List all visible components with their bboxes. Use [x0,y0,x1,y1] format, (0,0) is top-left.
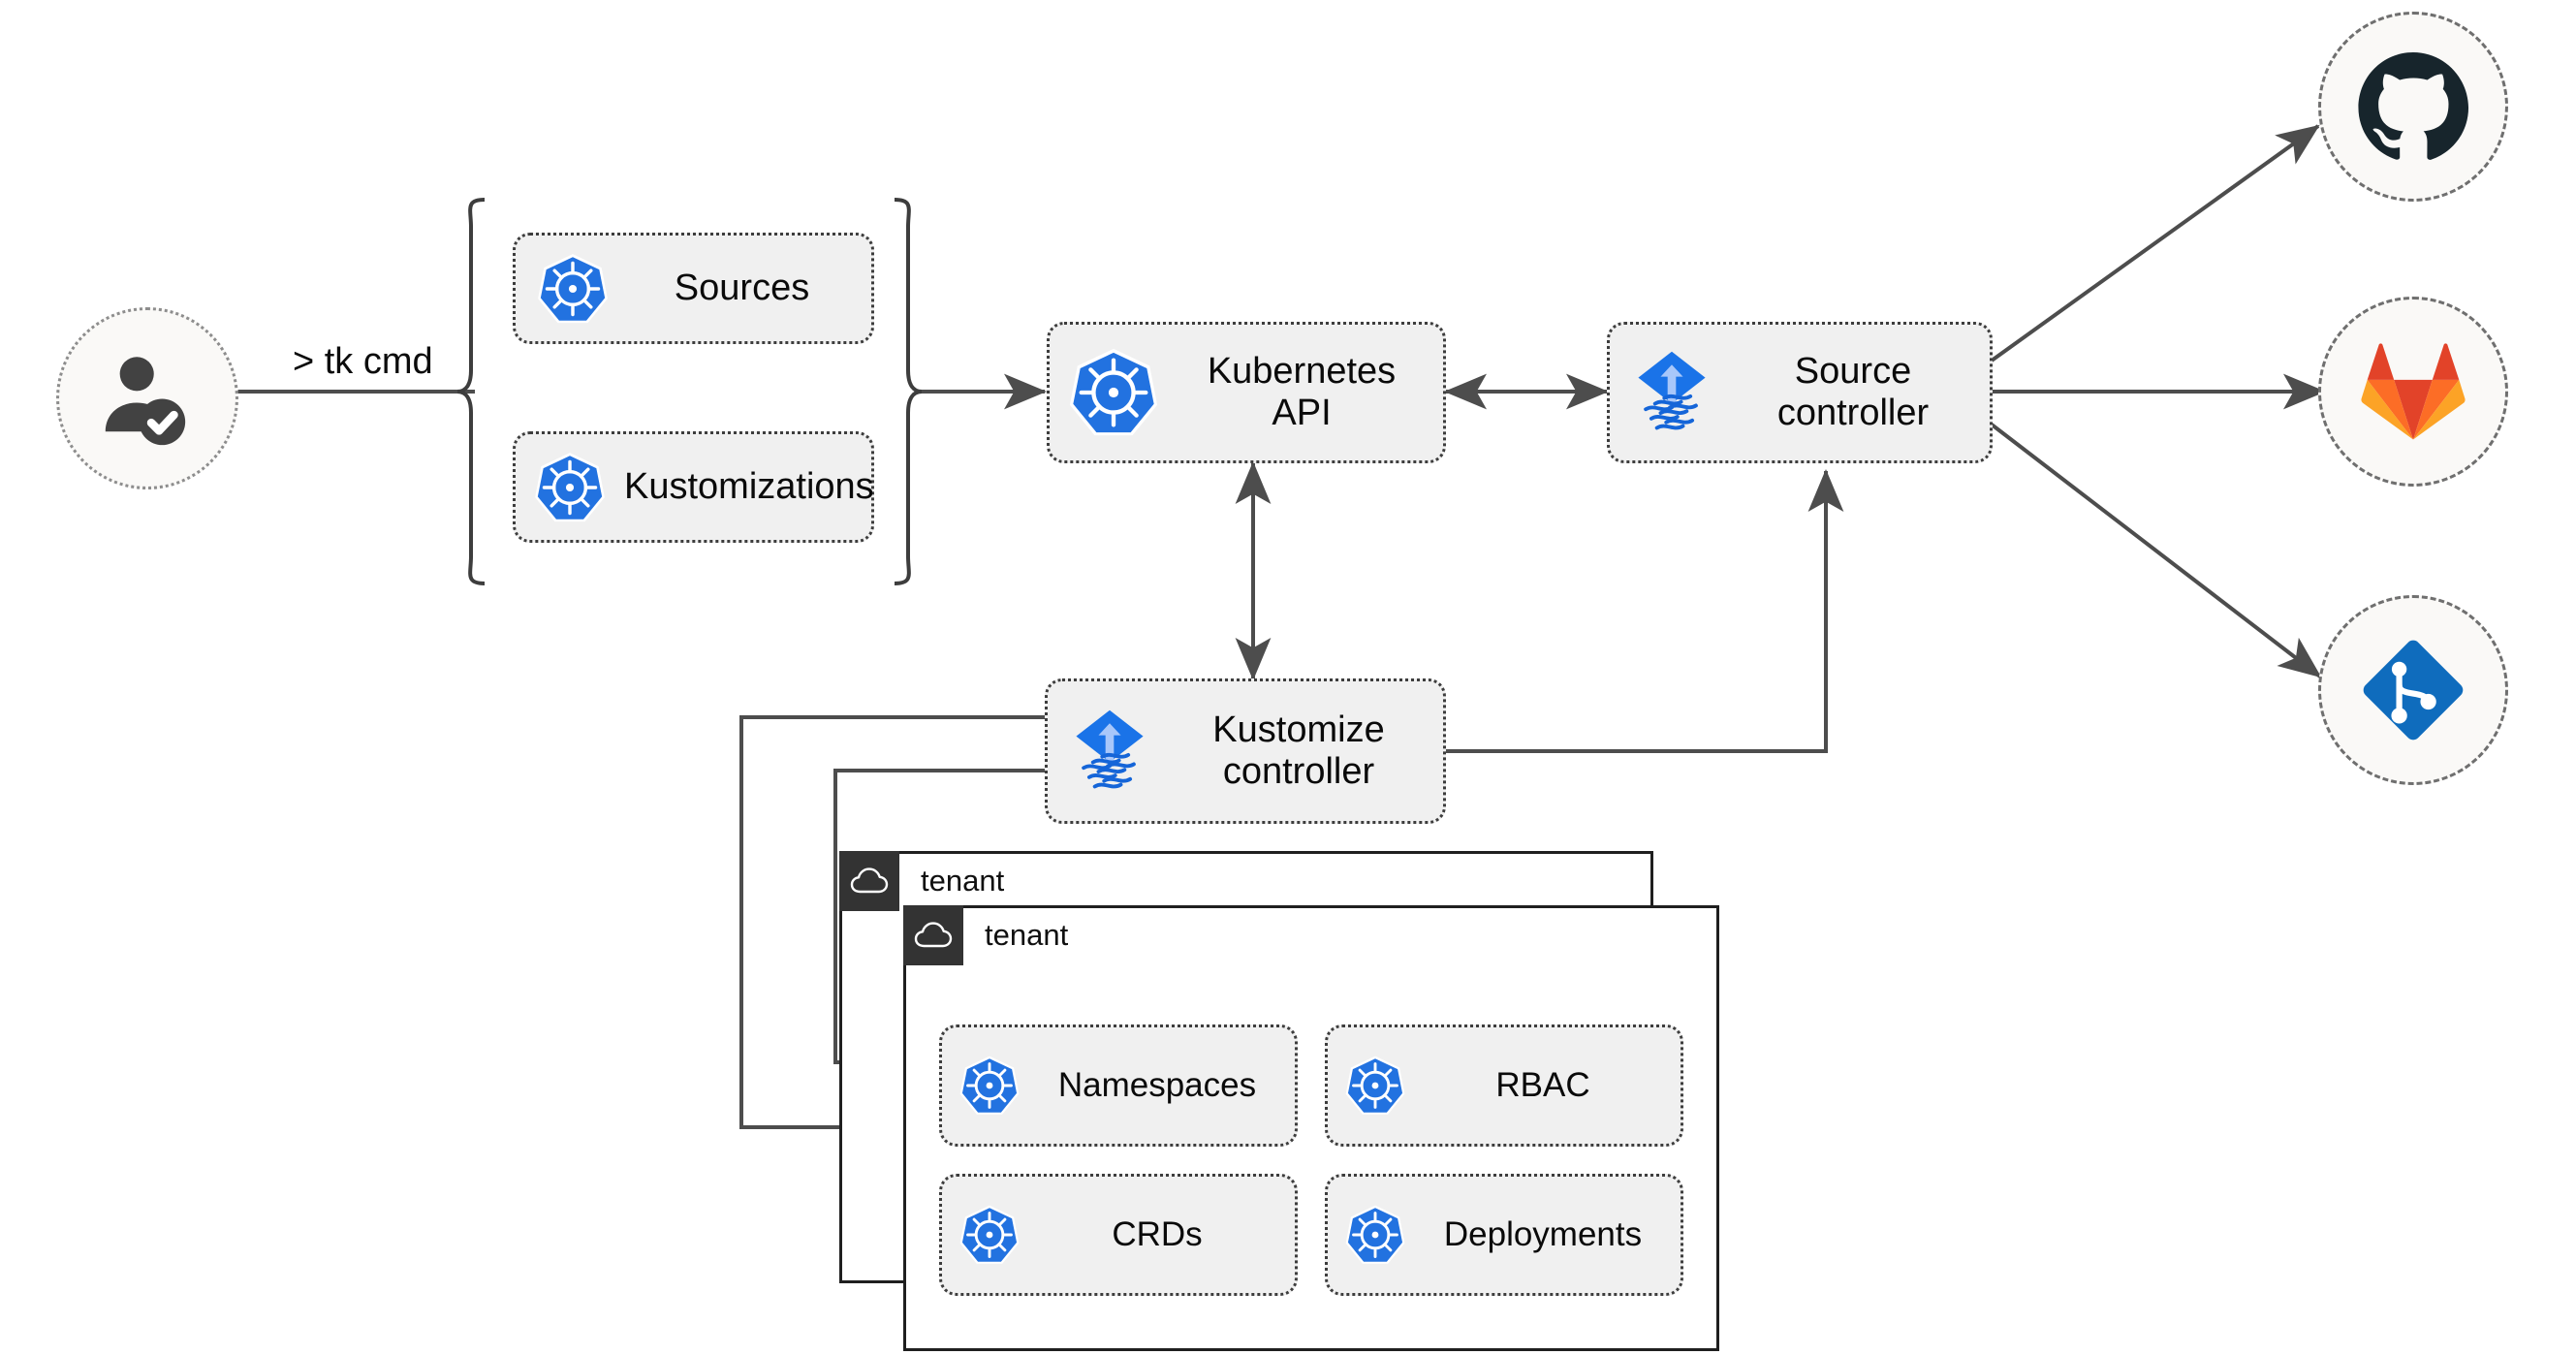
actor-user[interactable] [56,307,238,489]
kubernetes-icon [1050,345,1178,440]
node-label: Source controller [1776,351,1930,433]
kubernetes-icon [958,1054,1033,1118]
tenant-resource-crds[interactable]: CRDs [939,1174,1298,1296]
wire-kustomize-to-source-controller [1446,469,1844,753]
node-label: Kubernetes API [1207,351,1397,433]
tenant-window-front[interactable]: tenant [903,905,1719,1351]
wire-source-to-github [1990,124,2320,362]
provider-gitlab[interactable] [2318,297,2508,487]
cloud-icon [839,851,899,911]
kubernetes-icon [1343,1054,1419,1118]
provider-github[interactable] [2318,12,2508,202]
cloud-icon [903,905,963,965]
node-label: Kustomize controller [1212,709,1385,792]
tenant-resource-grid: Namespaces [939,1024,1683,1296]
tenant-titlebar: tenant [839,851,1004,911]
user-check-icon [95,346,200,451]
tenant-resource-deployments[interactable]: Deployments [1325,1174,1683,1296]
brace-right [894,198,923,585]
resource-label: Sources [674,268,810,309]
git-repository-icon [2355,632,2471,748]
provider-git[interactable] [2318,595,2508,785]
node-kubernetes-api[interactable]: Kubernetes API [1047,322,1446,463]
resource-box-kustomizations[interactable]: Kustomizations [513,431,874,543]
tenant-resource-rbac[interactable]: RBAC [1325,1024,1683,1147]
gitlab-icon [2360,341,2466,442]
tenant-resource-label: CRDs [1112,1215,1203,1253]
tenant-resource-namespaces[interactable]: Namespaces [939,1024,1298,1147]
node-source-controller[interactable]: Source controller [1607,322,1993,463]
kubernetes-icon [958,1203,1033,1267]
resource-box-sources[interactable]: Sources [513,233,874,344]
kubernetes-icon [516,251,630,327]
tenant-label: tenant [985,918,1069,952]
command-label: > tk cmd [293,341,433,382]
github-icon [2356,49,2470,164]
wire-source-to-git [1990,423,2322,678]
resource-label: Kustomizations [624,466,874,508]
tenant-resource-label: Namespaces [1057,1066,1257,1104]
tenant-resource-label: Deployments [1443,1215,1643,1253]
tenant-label: tenant [921,864,1005,898]
flux-icon [1610,346,1734,439]
kubernetes-icon [516,450,624,525]
brace-left [456,198,486,585]
flux-icon [1048,705,1172,798]
tenant-resource-label: RBAC [1495,1066,1590,1104]
kubernetes-icon [1343,1203,1419,1267]
tenant-titlebar: tenant [903,905,1068,965]
node-kustomize-controller[interactable]: Kustomize controller [1045,678,1446,824]
